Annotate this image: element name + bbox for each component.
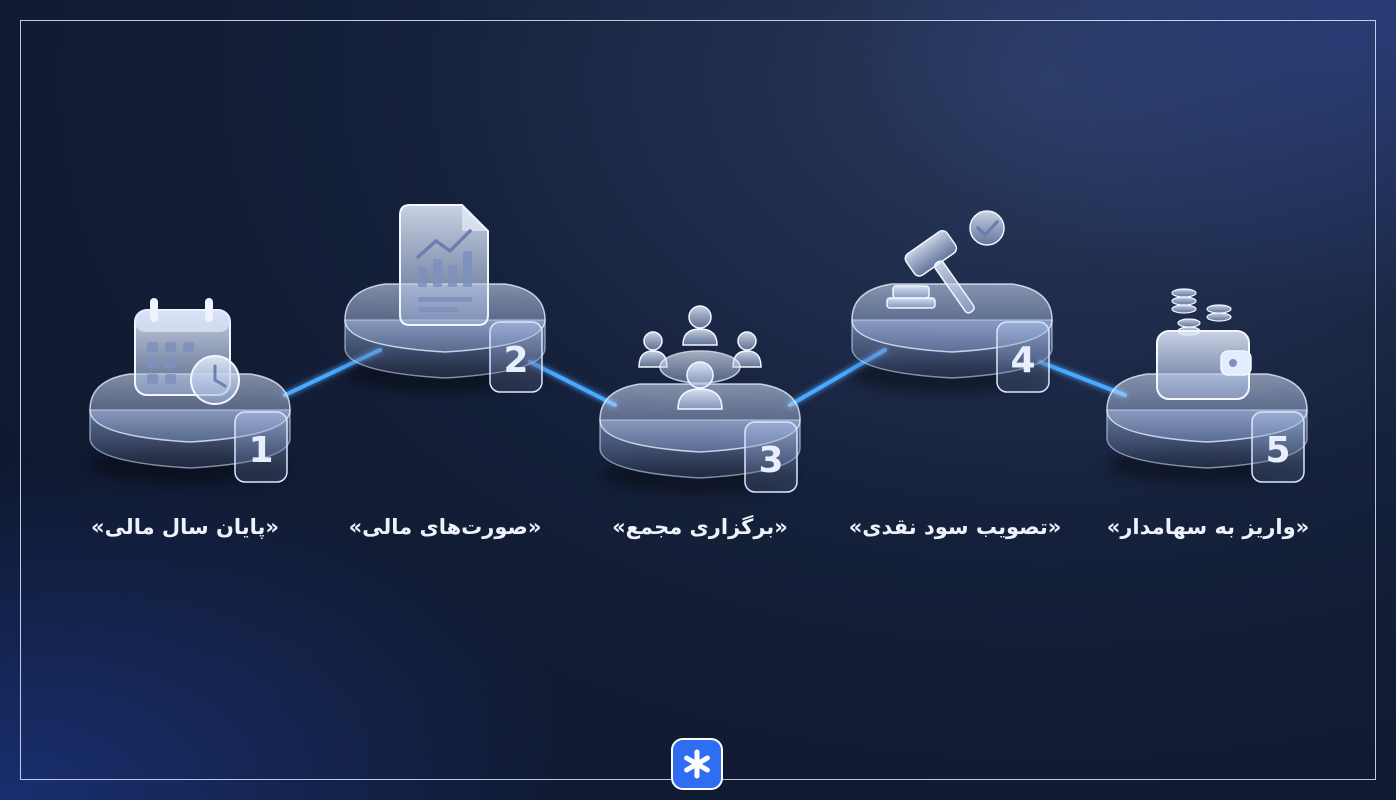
step-1-platform: 1	[89, 298, 291, 483]
brand-logo[interactable]	[671, 738, 723, 790]
step-5-badge: 5	[1251, 411, 1305, 483]
step-4-number: 4	[1010, 340, 1035, 381]
step-2-number: 2	[503, 340, 528, 381]
connector-2-3	[528, 360, 617, 407]
connector-4-5	[1038, 360, 1127, 397]
meeting-people-icon	[638, 305, 762, 410]
step-3-number: 3	[758, 440, 783, 481]
step-4-badge: 4	[996, 321, 1050, 393]
step-2-badge: 2	[489, 321, 543, 393]
step-2-platform: 2	[344, 204, 546, 393]
step-4-platform: 4	[851, 210, 1053, 393]
wallet-coins-icon	[1156, 288, 1252, 400]
step-1-badge: 1	[234, 411, 288, 483]
step-3-label: «برگزاری مجمع»	[612, 515, 788, 539]
step-2-label: «صورت‌های مالی»	[348, 515, 542, 539]
asterisk-logo-icon	[684, 749, 710, 779]
step-3-badge: 3	[744, 421, 798, 493]
gavel-approval-icon	[886, 210, 1005, 314]
step-1-label: «پایان سال مالی»	[91, 515, 279, 539]
step-5-platform: 5	[1106, 288, 1308, 483]
step-1-number: 1	[248, 430, 273, 471]
step-3-platform: 3	[599, 305, 801, 493]
step-5-number: 5	[1265, 430, 1290, 471]
step-5-label: «واریز به سهامدار»	[1106, 515, 1310, 539]
calendar-clock-icon	[134, 298, 240, 405]
step-4-label: «تصویب سود نقدی»	[848, 515, 1062, 539]
financial-report-icon	[399, 204, 489, 326]
